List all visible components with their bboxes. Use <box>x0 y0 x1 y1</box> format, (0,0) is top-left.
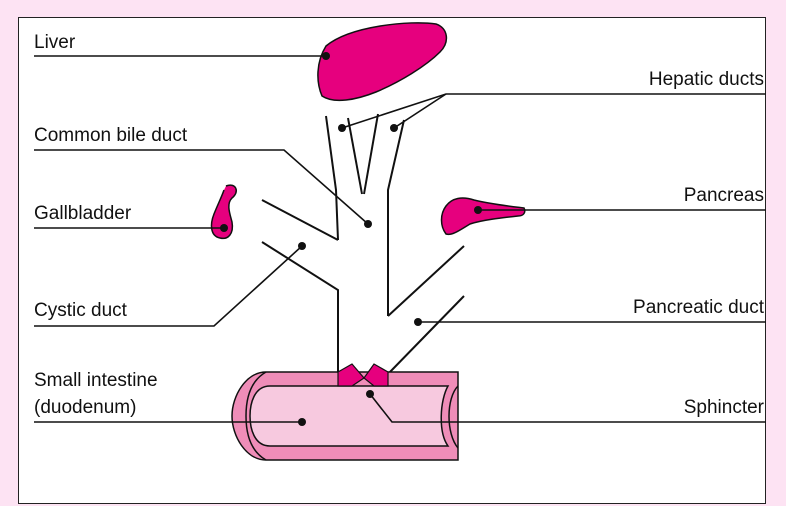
duodenum-inner <box>250 386 448 446</box>
label-pancreas: Pancreas <box>684 185 764 206</box>
leader-dot-small-intestine <box>298 418 306 426</box>
leader-dot-sphincter <box>366 390 374 398</box>
label-sphincter: Sphincter <box>684 397 765 418</box>
label-common-bile-duct: Common bile duct <box>34 125 188 146</box>
label-small-intestine-line1: Small intestine <box>34 370 158 391</box>
liver-shape <box>318 23 446 101</box>
left-hepatic-duct-outer <box>326 116 338 240</box>
leader-dot-pancreatic-duct <box>414 318 422 326</box>
leader-dot-hepatic-right <box>390 124 398 132</box>
cystic-duct-upper <box>262 200 338 240</box>
label-pancreatic-duct: Pancreatic duct <box>633 297 765 318</box>
pancreatic-duct-lower <box>388 296 464 374</box>
leader-dot-cystic-duct <box>298 242 306 250</box>
right-hepatic-duct-outer <box>388 120 404 316</box>
label-small-intestine-line2: (duodenum) <box>34 397 136 418</box>
leader-hepatic-ducts <box>342 94 766 128</box>
leader-dot-liver <box>322 52 330 60</box>
cystic-duct-lower <box>262 242 338 372</box>
label-gallbladder: Gallbladder <box>34 203 132 224</box>
left-hepatic-duct-inner <box>348 118 362 194</box>
pancreatic-duct-upper <box>388 246 464 316</box>
label-hepatic-ducts: Hepatic ducts <box>649 69 764 90</box>
right-hepatic-duct-inner <box>364 114 378 194</box>
label-liver: Liver <box>34 32 76 53</box>
leader-dot-gallbladder <box>220 224 228 232</box>
pancreas-shape <box>442 198 525 234</box>
leader-dot-hepatic-left <box>338 124 346 132</box>
leader-dot-pancreas <box>474 206 482 214</box>
leader-dot-common-bile-duct <box>364 220 372 228</box>
label-cystic-duct: Cystic duct <box>34 300 128 321</box>
leader-hepatic-ducts-branch <box>394 94 446 128</box>
